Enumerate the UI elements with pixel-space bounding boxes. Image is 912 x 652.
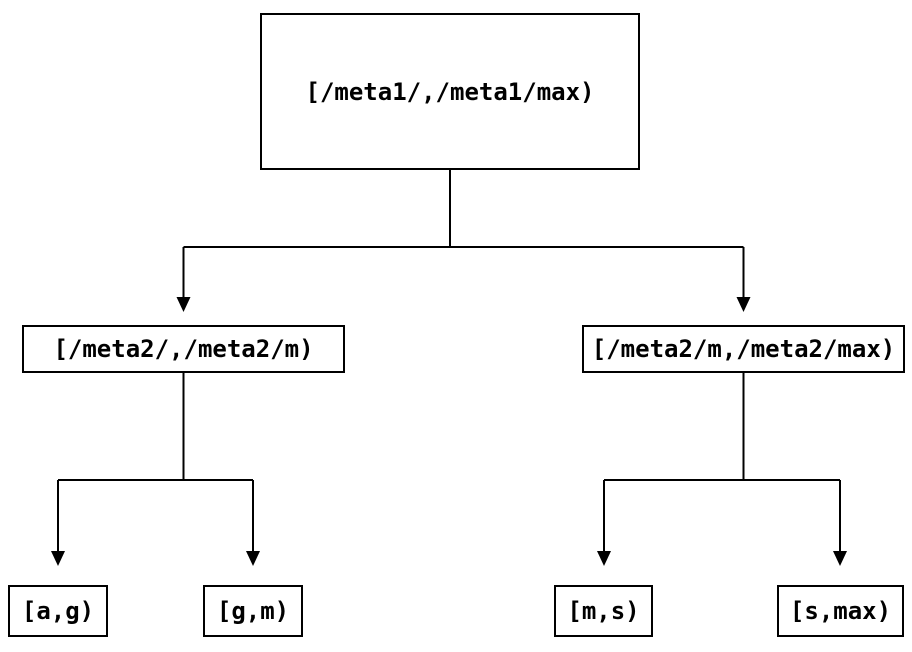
tree-node-leaf-smax: [s,max): [777, 585, 904, 637]
tree-node-right-label: [/meta2/m,/meta2/max): [591, 335, 896, 363]
tree-node-left-label: [/meta2/,/meta2/m): [53, 335, 314, 363]
tree-node-leaf-ms: [m,s): [554, 585, 653, 637]
tree-node-leaf-ag-label: [a,g): [21, 597, 95, 625]
edge-root-children: [182, 170, 745, 298]
arrowhead-icon: [833, 551, 847, 566]
edge-left-children: [57, 373, 254, 552]
tree-node-left: [/meta2/,/meta2/m): [22, 325, 345, 373]
arrowhead-icon: [736, 297, 751, 312]
arrowhead-icon: [246, 551, 260, 566]
arrowhead-icon: [597, 551, 611, 566]
edge-right-children: [603, 373, 841, 552]
arrowhead-icon: [176, 297, 191, 312]
tree-node-right: [/meta2/m,/meta2/max): [582, 325, 905, 373]
tree-node-leaf-ag: [a,g): [8, 585, 108, 637]
tree-node-leaf-gm-label: [g,m): [216, 597, 290, 625]
tree-node-leaf-gm: [g,m): [203, 585, 303, 637]
tree-node-leaf-smax-label: [s,max): [789, 597, 892, 625]
tree-node-root-label: [/meta1/,/meta1/max): [305, 77, 595, 106]
tree-node-leaf-ms-label: [m,s): [567, 597, 640, 625]
arrowhead-icon: [51, 551, 65, 566]
tree-node-root: [/meta1/,/meta1/max): [260, 13, 640, 170]
